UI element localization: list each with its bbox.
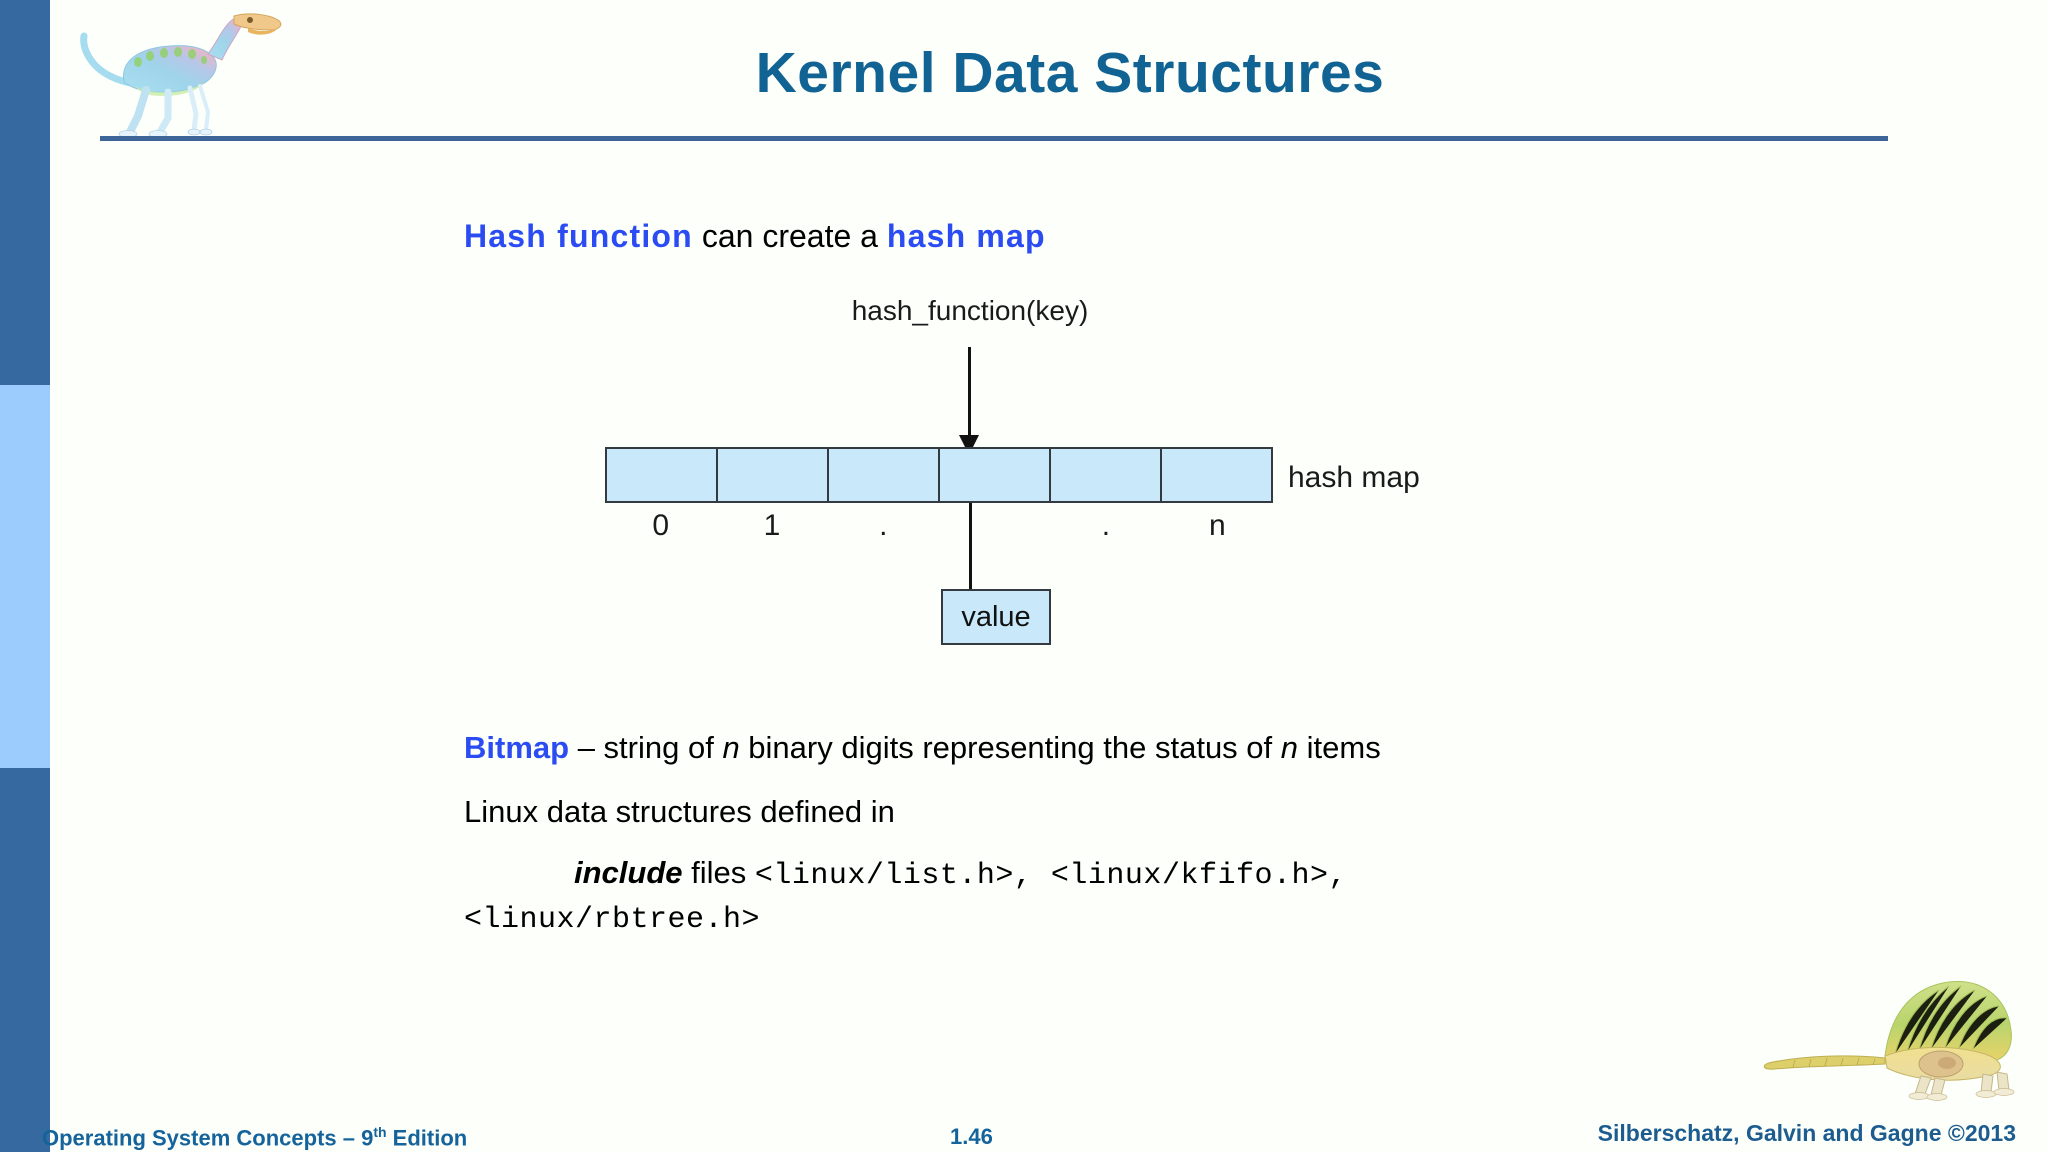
footer-edition-pre: Operating System Concepts – 9: [42, 1125, 374, 1151]
footer-copyright: Silberschatz, Galvin and Gagne ©2013: [1597, 1120, 2016, 1146]
dinosaur-illustration-top: [80, 13, 282, 138]
hash-map-label: hash map: [1288, 461, 1420, 494]
bitmap-keyword: Bitmap: [464, 730, 570, 765]
hash-index-labels: 0 1 . . n: [605, 509, 1273, 549]
index-label-3: [939, 509, 1050, 549]
hash-map-diagram: hash_function(key) hash map 0 1 . . n va…: [560, 295, 1420, 685]
include-keyword: include: [574, 855, 683, 890]
hash-line-middle: can create a: [692, 218, 887, 254]
index-label-5: n: [1208, 509, 1226, 542]
bitmap-part3: items: [1298, 730, 1381, 765]
hash-cell-4: [1051, 449, 1162, 501]
footer-edition: Operating System Concepts – 9th Edition: [42, 1124, 467, 1151]
page-title: Kernel Data Structures: [755, 41, 1385, 105]
footer-edition-post: Edition: [386, 1125, 468, 1151]
hash-function-label: hash_function(key): [851, 295, 1089, 326]
bitmap-var-n-2: n: [1280, 730, 1299, 765]
value-box: value: [941, 589, 1051, 645]
index-label-0: 0: [652, 509, 669, 542]
hash-function-keyword: Hash function: [464, 218, 693, 254]
arrow-shaft-down: [968, 347, 971, 441]
include-code-line-2: <linux/rbtree.h>: [464, 903, 761, 937]
index-label-2: .: [879, 509, 888, 542]
index-label-4: .: [1101, 509, 1111, 542]
footer-edition-sup: th: [373, 1124, 387, 1140]
bullet-include-files: include files <linux/list.h>, <linux/kfi…: [464, 855, 1347, 893]
bullet-linux-structures: Linux data structures defined in: [464, 794, 895, 829]
hash-cell-0: [607, 449, 718, 501]
sidebar-band-top: [0, 0, 50, 385]
hash-cell-5: [1162, 449, 1271, 501]
dinosaur-illustration-bottom: [1763, 981, 2015, 1101]
sidebar-band-middle: [0, 385, 50, 768]
footer-page-number: 1.46: [950, 1124, 993, 1149]
include-code-line-1: <linux/list.h>, <linux/kfifo.h>,: [754, 859, 1347, 893]
bullet-hash-function: Hash function can create a hash map: [464, 218, 1046, 255]
include-files-word: files: [682, 855, 755, 890]
hash-cell-3: [940, 449, 1051, 501]
bullet-bitmap: Bitmap – string of n binary digits repre…: [464, 730, 1381, 766]
bitmap-part2: binary digits representing the status of: [739, 730, 1281, 765]
hash-map-keyword: hash map: [886, 218, 1046, 254]
hash-cell-2: [829, 449, 940, 501]
value-connector-line: [969, 503, 972, 591]
sidebar-band-bottom: [0, 768, 50, 1152]
bitmap-var-n-1: n: [722, 730, 740, 765]
hash-table-cells: [605, 447, 1273, 503]
bitmap-part1: – string of: [569, 730, 723, 765]
header-divider: [100, 136, 1888, 141]
index-label-1: 1: [763, 509, 781, 542]
hash-cell-1: [718, 449, 829, 501]
